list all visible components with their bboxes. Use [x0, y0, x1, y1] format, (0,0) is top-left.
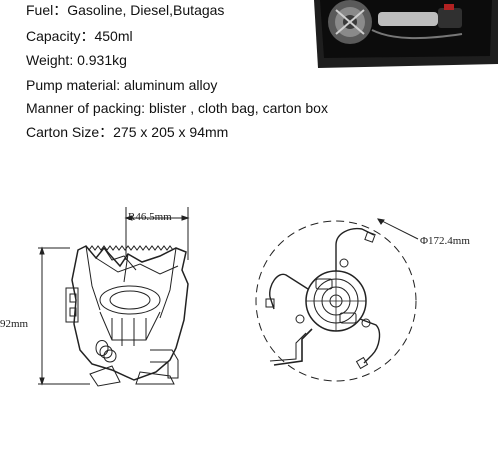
- spec-carton-size: Carton Size：275 x 205 x 94mm: [26, 124, 229, 140]
- spec-weight: Weight: 0.931kg: [26, 52, 127, 68]
- spec-pump-material: Pump material: aluminum alloy: [26, 77, 218, 93]
- side-view-drawing: [38, 207, 190, 387]
- side-width-label: R46.5mm: [128, 211, 172, 223]
- spec-packing: Manner of packing: blister , cloth bag, …: [26, 100, 328, 116]
- top-diameter-label: Φ172.4mm: [420, 235, 470, 247]
- side-height-label: 92mm: [0, 318, 29, 330]
- spec-fuel: Fuel：Gasoline, Diesel,Butagas: [26, 2, 225, 18]
- spec-capacity: Capacity：450ml: [26, 28, 133, 44]
- top-view-drawing: [255, 218, 419, 382]
- product-box-photo: [312, 0, 500, 70]
